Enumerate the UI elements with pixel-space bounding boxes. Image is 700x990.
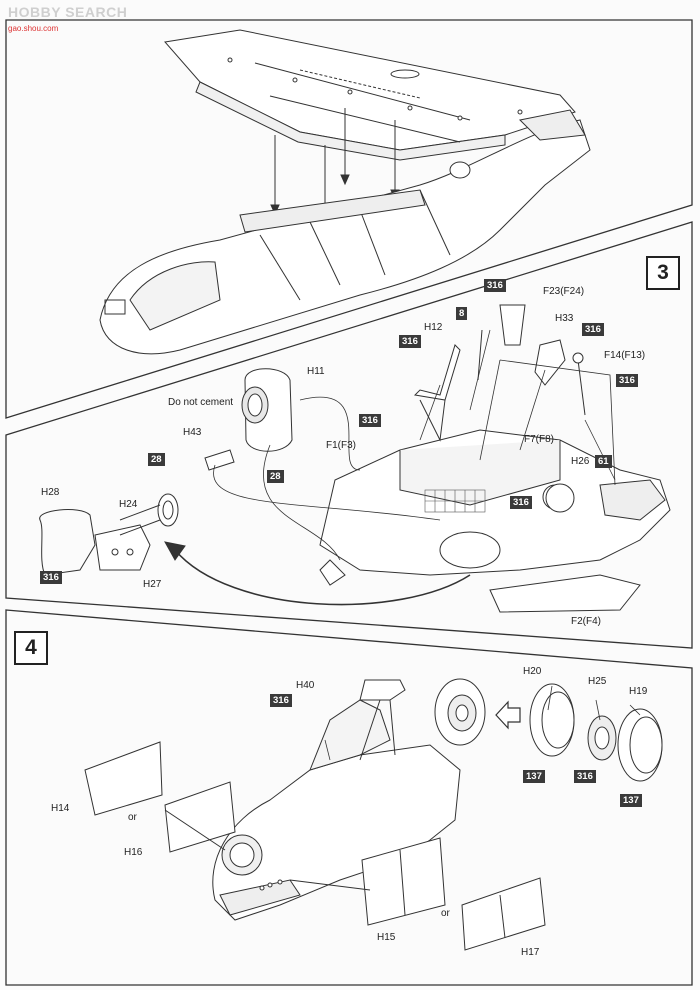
watermark-logo: HOBBY SEARCH [8, 4, 128, 20]
step4-hollow-arrow [495, 700, 521, 730]
paint-tag: 316 [484, 279, 506, 292]
wing-drawing [164, 29, 576, 161]
part-label-h28: H28 [41, 487, 60, 498]
paint-tag: 316 [40, 571, 62, 584]
paint-tag: 137 [620, 794, 642, 807]
paint-tag: 316 [616, 374, 638, 387]
step3-leader-lines [213, 329, 616, 561]
part-label-h40: H40 [296, 680, 315, 691]
paint-tag: 316 [359, 414, 381, 427]
part-label-h12: H12 [424, 322, 443, 333]
paint-tag: 316 [399, 335, 421, 348]
paint-tag: 316 [270, 694, 292, 707]
part-label-h14: H14 [51, 803, 70, 814]
part-label-h15: H15 [377, 932, 396, 943]
part-label-f2: F2(F4) [571, 616, 601, 627]
part-label-f14: F14(F13) [604, 350, 646, 361]
or-label: or [128, 812, 137, 823]
paint-tag: 28 [267, 470, 284, 483]
top-fuselage-drawing [99, 109, 591, 355]
step4-leader-lines [324, 685, 641, 761]
panel-step3-frame [5, 221, 693, 649]
part-label-f7: F7(F8) [524, 434, 554, 445]
part-label-h25: H25 [588, 676, 607, 687]
part-label-f23: F23(F24) [543, 286, 585, 297]
part-label-h24: H24 [119, 499, 138, 510]
step3-fuselage-drawing [319, 429, 671, 613]
part-label-f1: F1(F3) [326, 440, 356, 451]
paint-tag: 316 [574, 770, 596, 783]
paint-tag: 28 [148, 453, 165, 466]
paint-tag: 61 [595, 455, 612, 468]
step4-wheel-drawing [434, 678, 663, 782]
part-label-h43: H43 [183, 427, 202, 438]
paint-tag: 8 [456, 307, 468, 320]
paint-tag: 316 [582, 323, 604, 336]
part-label-h33: H33 [555, 313, 574, 324]
panel-step4-frame [5, 609, 693, 986]
paint-tag: 316 [510, 496, 532, 509]
part-label-h19: H19 [629, 686, 648, 697]
part-label-h17: H17 [521, 947, 540, 958]
part-label-h16: H16 [124, 847, 143, 858]
part-label-h20: H20 [523, 666, 542, 677]
step-number-4: 4 [14, 631, 48, 665]
step3-components-drawing [39, 304, 586, 576]
part-label-h11: H11 [307, 366, 325, 377]
watermark-url: gao.shou.com [8, 24, 59, 33]
big-curved-arrow [164, 541, 471, 606]
step4-panels-drawing [84, 741, 546, 951]
or-label: or [441, 908, 450, 919]
part-label-h27: H27 [143, 579, 162, 590]
step4-fuselage-drawing [212, 679, 461, 921]
part-label-h26: H26 [571, 456, 590, 467]
note-do-not-cement: Do not cement [168, 397, 234, 408]
panel-top-frame [5, 19, 693, 419]
step-number-3: 3 [646, 256, 680, 290]
paint-tag: 137 [523, 770, 545, 783]
